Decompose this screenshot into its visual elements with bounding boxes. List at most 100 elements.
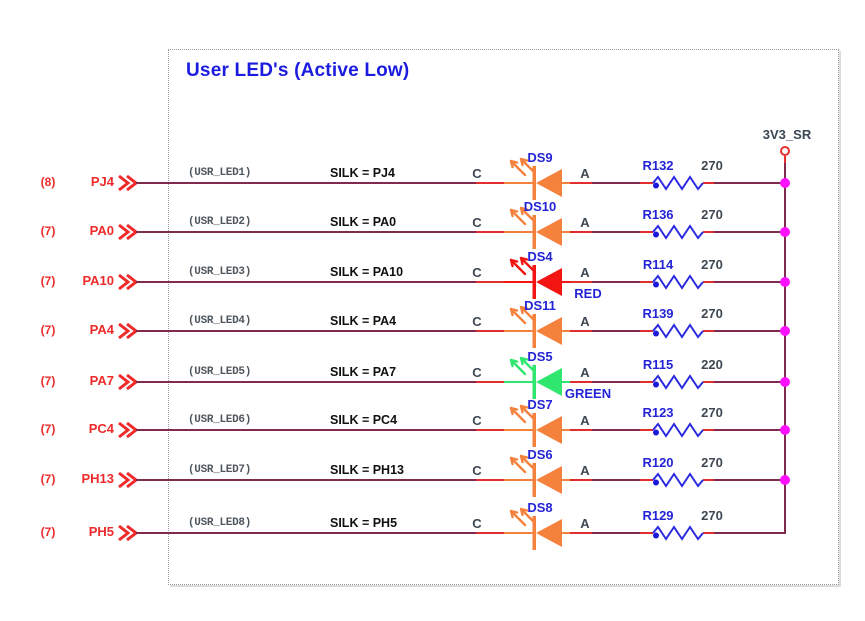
net-label: (USR_LED2) bbox=[188, 216, 252, 228]
led-channel-row: (7) PA4 (USR_LED4) SILK = PA4 C A DS11 R… bbox=[30, 295, 820, 355]
junction-dot bbox=[780, 475, 790, 485]
power-stub-wire bbox=[784, 156, 786, 163]
wire bbox=[592, 532, 642, 534]
pin-stub bbox=[476, 532, 506, 534]
pin-stub bbox=[584, 182, 592, 184]
led-designator: DS9 bbox=[527, 150, 553, 165]
resistor-value: 270 bbox=[701, 257, 723, 272]
wire bbox=[592, 330, 642, 332]
pin-stub bbox=[584, 479, 592, 481]
junction-dot bbox=[780, 227, 790, 237]
led-channel-row: (7) PA0 (USR_LED2) SILK = PA0 C A DS10 R… bbox=[30, 196, 820, 256]
cathode-pin-label: C bbox=[472, 166, 482, 181]
port-name: PA10 bbox=[82, 273, 114, 288]
resistor-value: 270 bbox=[701, 158, 723, 173]
wire bbox=[136, 231, 476, 233]
anode-pin-label: A bbox=[580, 215, 590, 230]
led-channel-row: (7) PH13 (USR_LED7) SILK = PH13 C A DS6 … bbox=[30, 444, 820, 504]
led-icon bbox=[504, 505, 584, 555]
junction-dot bbox=[780, 277, 790, 287]
resistor-icon bbox=[640, 472, 716, 488]
led-designator: DS8 bbox=[527, 500, 553, 515]
anode-pin-label: A bbox=[580, 314, 590, 329]
pin-number: (7) bbox=[40, 374, 56, 388]
resistor-designator: R139 bbox=[642, 306, 674, 321]
pin-number: (7) bbox=[40, 224, 56, 238]
cathode-pin-label: C bbox=[472, 215, 482, 230]
port-name: PJ4 bbox=[90, 174, 114, 189]
net-label: (USR_LED7) bbox=[188, 464, 252, 476]
cathode-pin-label: C bbox=[472, 365, 482, 380]
pin-number: (7) bbox=[40, 472, 56, 486]
silk-label: SILK = PA4 bbox=[330, 314, 397, 328]
led-icon bbox=[504, 303, 584, 353]
anode-pin-label: A bbox=[580, 166, 590, 181]
pin-stub bbox=[476, 182, 506, 184]
resistor-value: 270 bbox=[701, 207, 723, 222]
resistor-designator: R120 bbox=[642, 455, 674, 470]
wire bbox=[714, 532, 786, 534]
page-title: User LED's (Active Low) bbox=[186, 60, 410, 81]
pin-stub bbox=[584, 281, 592, 283]
wire bbox=[714, 281, 786, 283]
port-name: PA7 bbox=[89, 373, 114, 388]
led-color-label: RED bbox=[574, 286, 602, 301]
junction-dot bbox=[780, 377, 790, 387]
cathode-pin-label: C bbox=[472, 516, 482, 531]
net-label: (USR_LED1) bbox=[188, 167, 252, 179]
silk-label: SILK = PH13 bbox=[330, 463, 404, 477]
port-name: PH13 bbox=[81, 471, 114, 486]
cathode-pin-label: C bbox=[472, 314, 482, 329]
led-channel-row: (7) PC4 (USR_LED6) SILK = PC4 C A DS7 R1… bbox=[30, 394, 820, 454]
net-label: (USR_LED5) bbox=[188, 366, 252, 378]
resistor-value: 270 bbox=[701, 405, 723, 420]
wire bbox=[714, 182, 786, 184]
pin-stub bbox=[584, 381, 592, 383]
power-rail-wire bbox=[784, 163, 786, 534]
resistor-value: 270 bbox=[701, 455, 723, 470]
cathode-pin-label: C bbox=[472, 265, 482, 280]
pin-stub bbox=[584, 231, 592, 233]
power-port-icon bbox=[780, 146, 790, 156]
wire bbox=[714, 429, 786, 431]
anode-pin-label: A bbox=[580, 413, 590, 428]
port-chevron-icon bbox=[118, 471, 138, 489]
pin-stub bbox=[584, 429, 592, 431]
resistor-value: 270 bbox=[701, 508, 723, 523]
led-designator: DS7 bbox=[527, 397, 553, 412]
wire bbox=[136, 330, 476, 332]
anode-pin-label: A bbox=[580, 365, 590, 380]
net-label: (USR_LED4) bbox=[188, 315, 252, 327]
pin-number: (7) bbox=[40, 525, 56, 539]
junction-dot bbox=[780, 178, 790, 188]
resistor-icon bbox=[640, 274, 716, 290]
wire bbox=[592, 182, 642, 184]
led-icon bbox=[504, 354, 584, 404]
port-name: PC4 bbox=[88, 421, 114, 436]
net-label: (USR_LED6) bbox=[188, 414, 252, 426]
port-name: PH5 bbox=[88, 524, 114, 539]
led-icon bbox=[504, 452, 584, 502]
resistor-icon bbox=[640, 374, 716, 390]
wire bbox=[136, 429, 476, 431]
pin-stub bbox=[476, 330, 506, 332]
led-icon bbox=[504, 155, 584, 205]
wire bbox=[592, 381, 642, 383]
silk-label: SILK = PJ4 bbox=[330, 166, 395, 180]
led-designator: DS6 bbox=[527, 447, 553, 462]
wire bbox=[136, 381, 476, 383]
led-designator: DS5 bbox=[527, 349, 553, 364]
pin-stub bbox=[476, 281, 506, 283]
resistor-value: 220 bbox=[701, 357, 723, 372]
port-chevron-icon bbox=[118, 373, 138, 391]
wire bbox=[592, 429, 642, 431]
resistor-designator: R114 bbox=[642, 257, 674, 272]
net-label: (USR_LED3) bbox=[188, 266, 252, 278]
pin-stub bbox=[476, 381, 506, 383]
power-net-label: 3V3_SR bbox=[762, 127, 812, 142]
pin-stub bbox=[584, 330, 592, 332]
junction-dot bbox=[780, 425, 790, 435]
led-icon bbox=[504, 402, 584, 452]
resistor-value: 270 bbox=[701, 306, 723, 321]
